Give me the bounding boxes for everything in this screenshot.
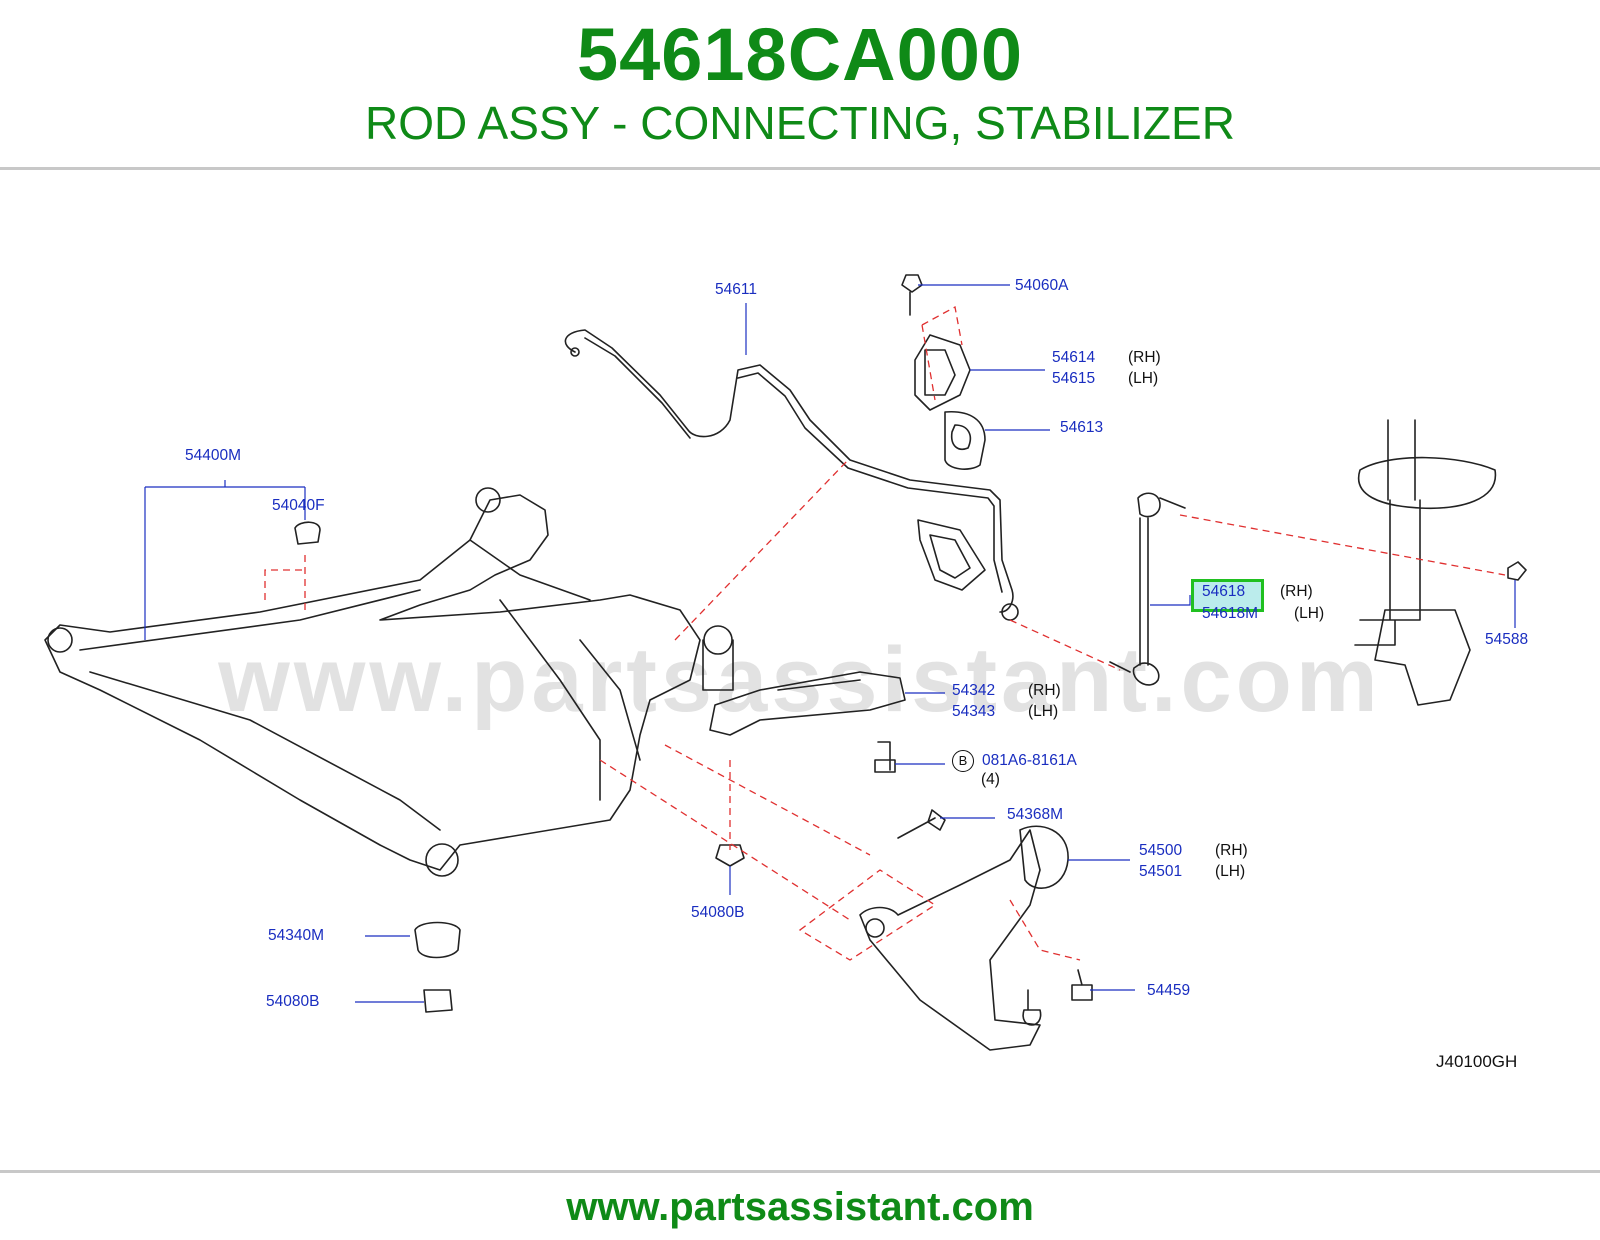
qty-081A6-8161A: (4) [981, 771, 1000, 788]
callout-54400M[interactable]: 54400M [185, 447, 242, 464]
callout-54614[interactable]: 54614 [1052, 349, 1096, 366]
lower-arm [859, 825, 1069, 1051]
crossmember [44, 494, 701, 871]
highlighted-part-box [1191, 579, 1264, 612]
part-number-title: 54618CA000 [576, 13, 1024, 96]
bolt-54060A [901, 274, 923, 316]
bushing-54340M [414, 921, 461, 959]
callout-54615[interactable]: 54615 [1052, 370, 1096, 387]
stabilizer-link-bend [917, 519, 986, 591]
side-54501: (LH) [1215, 863, 1246, 880]
callout-54368M[interactable]: 54368M [1007, 806, 1064, 823]
tension-rod [709, 671, 906, 736]
connecting-rod [1109, 492, 1186, 686]
side-54614: (RH) [1128, 349, 1161, 366]
bolt-54459 [1071, 969, 1093, 1001]
bushing-54040F [294, 521, 321, 545]
callout-54618[interactable]: 54618 [1202, 583, 1246, 600]
callout-54501[interactable]: 54501 [1139, 863, 1183, 880]
callout-54500[interactable]: 54500 [1139, 842, 1183, 859]
watermark: www.partsassistant.com [218, 629, 1382, 731]
callout-54340M[interactable]: 54340M [268, 927, 325, 944]
callout-54343[interactable]: 54343 [952, 703, 996, 720]
side-54618M: (LH) [1294, 605, 1325, 622]
side-54615: (LH) [1128, 370, 1159, 387]
bushing-54613 [944, 411, 986, 470]
callout-54588[interactable]: 54588 [1485, 631, 1529, 648]
marker-b: B [952, 750, 974, 772]
callout-54613[interactable]: 54613 [1060, 419, 1104, 436]
nut-54080B-center [715, 844, 745, 867]
callout-54618M[interactable]: 54618M [1202, 605, 1259, 622]
side-54500: (RH) [1215, 842, 1248, 859]
header-divider [0, 167, 1600, 170]
callout-54459[interactable]: 54459 [1147, 982, 1191, 999]
footer-website-link[interactable]: www.partsassistant.com [566, 1185, 1034, 1229]
callout-081A6-8161A[interactable]: 081A6-8161A [982, 752, 1077, 769]
side-54343: (LH) [1028, 703, 1059, 720]
side-54342: (RH) [1028, 682, 1061, 699]
callout-54611[interactable]: 54611 [715, 281, 757, 298]
footer-divider [0, 1170, 1600, 1173]
bracket-54614 [914, 334, 971, 411]
callout-54342[interactable]: 54342 [952, 682, 996, 699]
callout-54080B-left[interactable]: 54080B [266, 993, 320, 1010]
stabilizer-bar [564, 329, 1014, 613]
bolt-54368M [897, 809, 946, 839]
callout-54040F[interactable]: 54040F [272, 497, 325, 514]
callout-54080B-center[interactable]: 54080B [691, 904, 745, 921]
part-description: ROD ASSY - CONNECTING, STABILIZER [365, 97, 1235, 149]
nut-54080B-left [423, 989, 453, 1013]
bolt-081A6 [874, 741, 896, 773]
side-54618: (RH) [1280, 583, 1313, 600]
diagram-reference-code: J40100GH [1436, 1052, 1518, 1071]
callout-54060A[interactable]: 54060A [1015, 277, 1069, 294]
strut-assembly [1354, 419, 1497, 706]
